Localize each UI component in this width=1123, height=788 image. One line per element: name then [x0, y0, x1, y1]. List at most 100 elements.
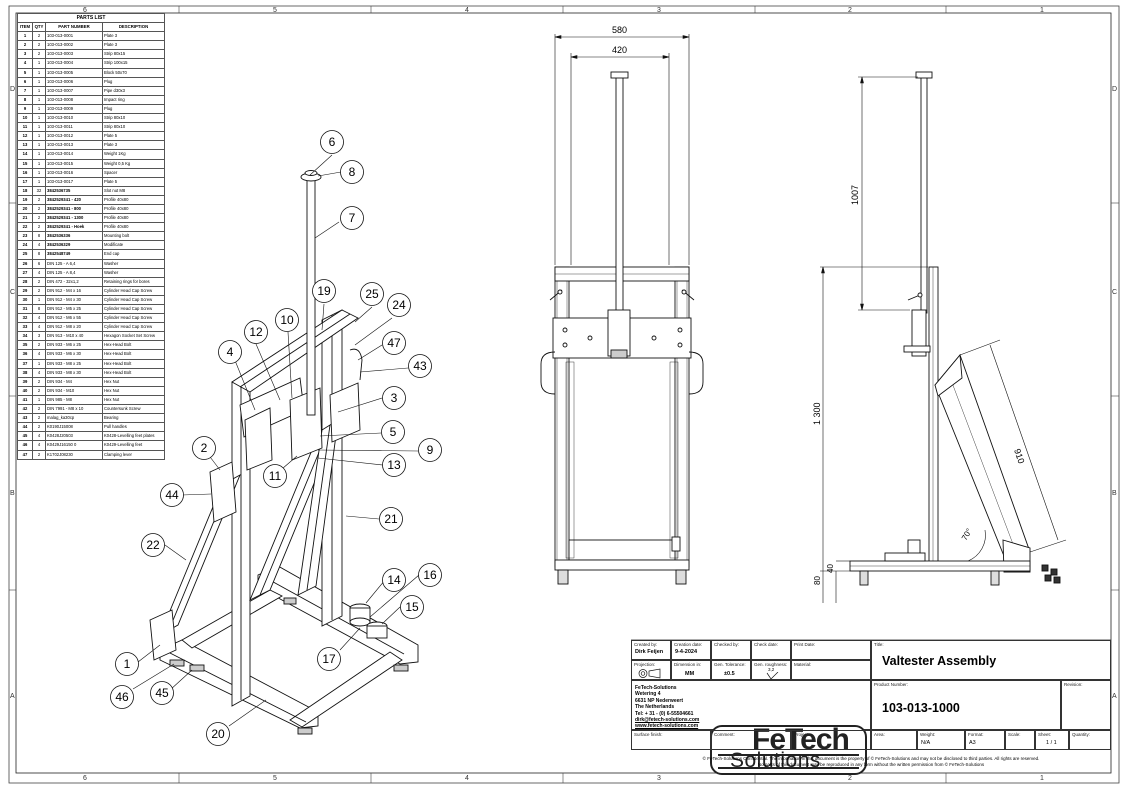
balloon-circle [340, 206, 364, 230]
balloon-label-14: 14 [387, 573, 401, 587]
zone-top-2: 2 [848, 7, 852, 14]
part-number-cell: 103-013-0001 [45, 31, 103, 42]
description-cell: Plate 5 [102, 176, 165, 187]
balloon-circle [382, 386, 406, 410]
part-number-cell: DIN 125 - A 8,4 [45, 267, 103, 278]
balloon-label-6: 6 [329, 135, 336, 149]
balloon-label-17: 17 [322, 652, 336, 666]
zone-top-3: 3 [657, 7, 661, 14]
item-cell: 42 [17, 404, 33, 415]
part-number-cell: DIN 912 - M6 x 55 [45, 313, 103, 324]
item-cell: 3 [17, 49, 33, 60]
item-cell: 28 [17, 276, 33, 287]
tolerance-label: Gen. Tolerance: [714, 662, 746, 667]
description-cell: Mounting bolt [102, 231, 165, 242]
balloon-circle [110, 685, 134, 709]
company-address-line: Wetering 4 [635, 691, 661, 698]
balloon-label-13: 13 [387, 458, 401, 472]
surface-finish-cell: Surface finish: [631, 730, 711, 750]
balloon-label-44: 44 [165, 488, 179, 502]
qty-cell: 8 [32, 303, 46, 315]
item-cell: 26 [17, 258, 33, 269]
dim-side-stroke: 1007 [850, 185, 860, 205]
company-address-line: FeTech-Solutions [635, 685, 677, 691]
balloon-label-46: 46 [115, 690, 129, 704]
description-cell: Hex Nut [102, 376, 165, 387]
qty-cell: 1 [32, 158, 46, 169]
qty-cell: 4 [32, 313, 46, 324]
logo-text-bottom: Solutions [730, 749, 821, 772]
product-number-label: Product Number: [874, 682, 909, 687]
balloon-label-11: 11 [269, 469, 282, 483]
creation-date-cell: Creation date: 9-4-2024 [671, 640, 711, 660]
qty-cell: 1 [32, 103, 46, 115]
revision-cell: Revision: [1061, 680, 1111, 730]
scale-label: Scale: [1008, 732, 1021, 737]
part-number-cell: DIN 912 - M8 x 20 [45, 322, 103, 333]
part-number-cell: 3842536735 [45, 185, 103, 196]
dim-overall-height: 1 300 [812, 402, 822, 425]
balloon-circle [115, 652, 139, 676]
dimension-cell: Dimension in: MM [671, 660, 711, 680]
item-cell: 29 [17, 285, 33, 296]
balloon-circle [418, 438, 442, 462]
zone-right-b: B [1112, 490, 1117, 497]
item-cell: 40 [17, 385, 33, 396]
balloon-label-19: 19 [317, 284, 331, 298]
description-cell: Profile 40x80 [102, 213, 165, 224]
description-cell: Hex-Head Bolt [102, 358, 165, 369]
sheet-value: 1 / 1 [1046, 740, 1057, 746]
zone-right-c: C [1112, 289, 1117, 296]
zone-bottom-6: 6 [83, 775, 87, 782]
balloon-circle [218, 340, 242, 364]
part-number-cell: DIN 912 - M4 x 16 [45, 285, 103, 296]
description-cell: Cylinder Head Cap Screw [102, 303, 165, 315]
quantity-cell: Quantity: [1069, 730, 1111, 750]
qty-cell: 3 [32, 331, 46, 342]
item-cell: 13 [17, 140, 33, 151]
company-address-line: dirk@fetech-solutions.com [635, 717, 700, 724]
qty-cell: 2 [32, 31, 46, 42]
qty-cell: 2 [32, 203, 46, 215]
description-cell: Profile 40x80 [102, 194, 165, 205]
format-cell: Format: A3 [965, 730, 1005, 750]
dimension-label: Dimension in: [674, 662, 702, 667]
balloon-circle [192, 436, 216, 460]
confidentiality-notice: © FeTech-Solutions Confidential. The inf… [631, 756, 1111, 767]
item-cell: 47 [17, 449, 33, 460]
title-cell: Title: Valtester Assembly [871, 640, 1111, 680]
qty-cell: 2 [32, 194, 46, 205]
item-cell: 45 [17, 431, 33, 442]
sheet-border-outer [8, 5, 1120, 784]
item-cell: 18 [17, 185, 33, 196]
surface-finish-label: Surface finish: [634, 732, 663, 737]
part-number-cell: 3842529341 - Hoek [45, 222, 103, 233]
description-cell: Plate 3 [102, 40, 165, 51]
sheet-cell: Sheet: 1 / 1 [1035, 730, 1069, 750]
description-cell: Hex-Head Bolt [102, 349, 165, 360]
item-cell: 25 [17, 249, 33, 260]
item-cell: 20 [17, 203, 33, 215]
description-cell: Hex Nut [102, 394, 165, 406]
qty-cell: 1 [32, 149, 46, 160]
balloon-circle [317, 647, 341, 671]
description-cell: Weight 1Kg [102, 149, 165, 160]
dim-base-height-2: 40 [826, 564, 835, 573]
balloon-circle [150, 681, 174, 705]
description-cell: Hex-Head Bolt [102, 367, 165, 378]
description-cell: K0428-Levelling feet plates [102, 431, 165, 442]
qty-cell: 1 [32, 176, 46, 187]
part-number-cell: 103-013-0009 [45, 103, 103, 115]
zone-bottom-2: 2 [848, 775, 852, 782]
